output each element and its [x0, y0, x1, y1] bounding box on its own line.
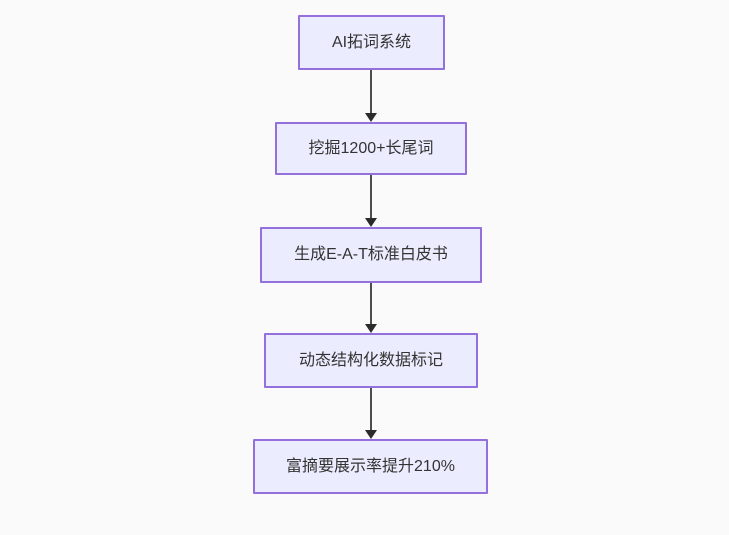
node-label: 生成E-A-T标准白皮书 [294, 246, 448, 263]
node-label: 动态结构化数据标记 [298, 351, 443, 369]
arrow-connector-1 [365, 70, 377, 122]
arrowhead-icon [365, 324, 377, 333]
flowchart-node-structured-data: 动态结构化数据标记 [264, 333, 478, 388]
arrowhead-icon [365, 430, 377, 439]
node-label: 富摘要展示率提升210% [286, 457, 455, 475]
node-label: 挖掘1200+长尾词 [308, 139, 434, 157]
arrowhead-icon [365, 113, 377, 122]
arrow-connector-4 [365, 388, 377, 439]
flowchart-node-eat-whitepaper: 生成E-A-T标准白皮书 [260, 227, 482, 283]
flowchart-node-rich-snippet-result: 富摘要展示率提升210% [253, 439, 488, 494]
arrow-shaft [370, 175, 372, 219]
arrow-shaft [370, 70, 372, 114]
arrow-shaft [370, 388, 372, 431]
node-label: AI拓词系统 [331, 33, 412, 51]
flowchart-node-ai-system: AI拓词系统 [298, 15, 445, 70]
flowchart-node-longtail-keywords: 挖掘1200+长尾词 [275, 122, 467, 175]
arrowhead-icon [365, 218, 377, 227]
arrow-shaft [370, 283, 372, 325]
arrow-connector-2 [365, 175, 377, 227]
arrow-connector-3 [365, 283, 377, 333]
